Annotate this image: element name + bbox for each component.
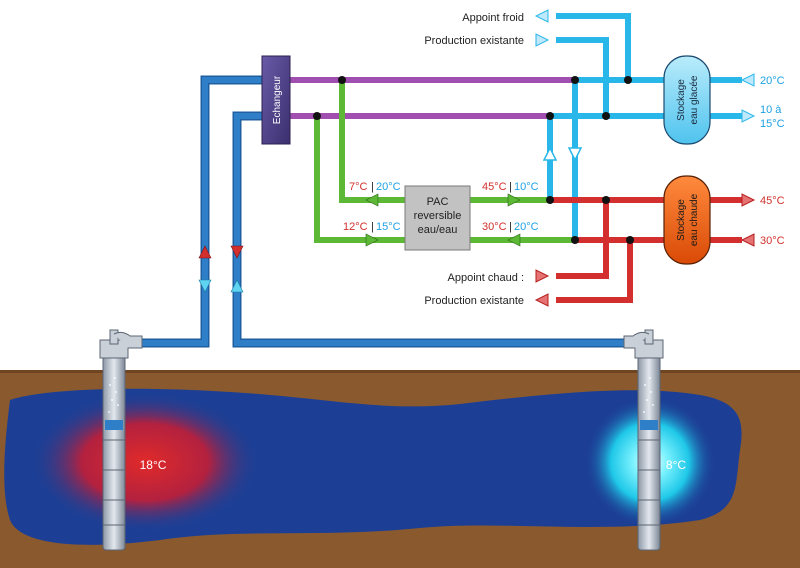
warm-aquifer-zone (30, 392, 260, 532)
end-markers (534, 9, 756, 307)
well-arrow-down-cyan-icon (198, 279, 212, 293)
pac-label-3: eau/eau (418, 224, 458, 236)
cold-tank-label-1: Stockage (676, 79, 687, 121)
temp-30c-right: 30°C (760, 235, 785, 247)
temp-10c-mid: 10°C (514, 181, 539, 193)
appoint-chaud-arrow-icon (535, 269, 550, 283)
exchanger-label: Echangeur (272, 75, 283, 124)
exchanger-loop (290, 77, 575, 119)
temp-15c-right: 15°C (760, 118, 785, 130)
temp-sep-1: | (371, 181, 374, 193)
temp-20c-mid: 20°C (514, 221, 539, 233)
production-existante-froid-label: Production existante (424, 35, 524, 47)
temp-30c-mid: 30°C (482, 221, 507, 233)
cold-aquifer-temp: 8°C (666, 458, 686, 472)
arrow-down-icon (567, 147, 583, 162)
production-existante-chaud-label: Production existante (424, 295, 524, 307)
well-arrow-up-red-icon (198, 245, 212, 259)
pac-label-2: reversible (414, 210, 462, 222)
cold-out-20-arrow-icon (740, 73, 755, 87)
temp-20c-left: 20°C (376, 181, 401, 193)
well-warm (99, 329, 143, 551)
hot-in-30-arrow-icon (740, 233, 755, 247)
appoint-froid-arrow-icon (534, 9, 549, 23)
production-chaud-arrow-icon (534, 293, 549, 307)
arrow-up-icon (542, 146, 558, 161)
cold-tank-label-2: eau glacée (689, 75, 700, 124)
pac-label-1: PAC (427, 196, 449, 208)
temp-12c: 12°C (343, 221, 368, 233)
heat-pump: PAC reversible eau/eau (404, 185, 471, 251)
pipe-junctions (313, 76, 634, 244)
hot-out-45-arrow-icon (741, 193, 756, 207)
exchanger: Echangeur (261, 55, 291, 145)
pac-flow-arrows (365, 193, 521, 247)
hot-tank-label-1: Stockage (676, 199, 687, 241)
cold-storage-tank: Stockage eau glacée (663, 55, 711, 145)
temp-7c: 7°C (349, 181, 368, 193)
temp-45c-right: 45°C (760, 195, 785, 207)
temp-15c-left: 15°C (376, 221, 401, 233)
temp-10a: 10 à (760, 104, 782, 116)
appoint-froid-label: Appoint froid (462, 12, 524, 24)
hot-storage-tank: Stockage eau chaude (663, 175, 711, 265)
temp-sep-4: | (509, 221, 512, 233)
appoint-chaud-label: Appoint chaud : (448, 272, 524, 284)
well-arrow-down-red-icon (230, 245, 244, 259)
temp-45c-mid: 45°C (482, 181, 507, 193)
warm-aquifer-temp: 18°C (140, 458, 167, 472)
well-arrow-up-cyan-icon (230, 279, 244, 293)
well-pipes (135, 75, 635, 348)
cold-in-10-arrow-icon (741, 109, 756, 123)
temp-sep-3: | (509, 181, 512, 193)
temp-sep-2: | (371, 221, 374, 233)
hot-tank-label-2: eau chaude (689, 193, 700, 246)
temp-20c-right: 20°C (760, 75, 785, 87)
production-froid-arrow-icon (535, 33, 550, 47)
hot-pipes (552, 197, 742, 303)
well-cold (623, 329, 664, 551)
